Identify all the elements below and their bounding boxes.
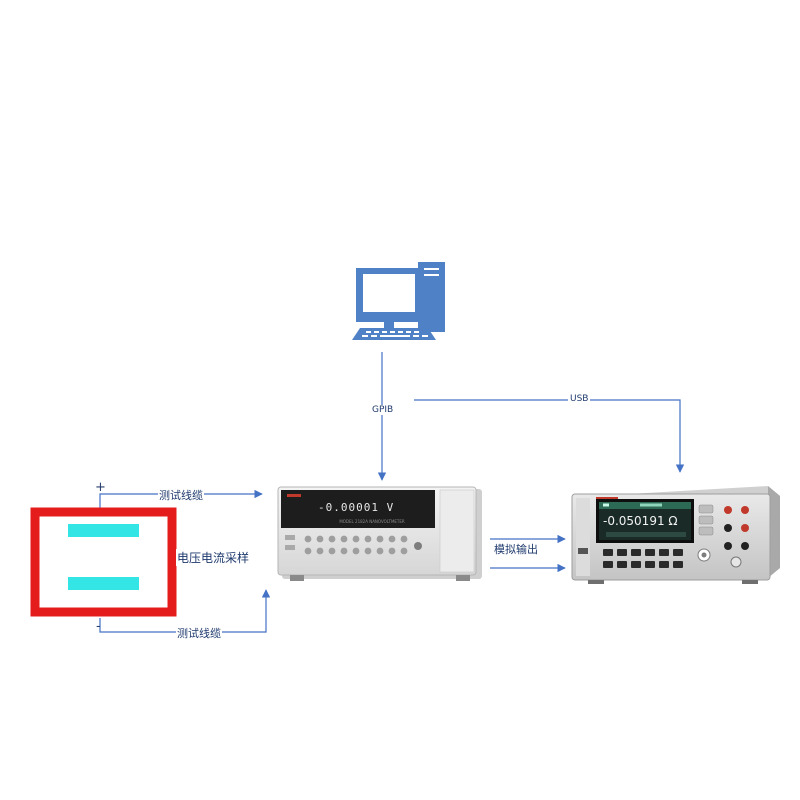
gpib-label: GPIB bbox=[370, 405, 396, 415]
minus-sign: - bbox=[96, 619, 101, 634]
usb-line bbox=[414, 399, 685, 473]
cable-top-label: 测试线缆 bbox=[158, 487, 204, 503]
plus-sign: + bbox=[95, 480, 106, 495]
nanovoltmeter-icon: MODEL 2182A NANOVOLTMETER bbox=[277, 486, 482, 581]
sample-label: 电压电流采样 bbox=[176, 549, 251, 566]
cable-top-line bbox=[99, 489, 263, 510]
cable-bottom-label: 测试线缆 bbox=[176, 625, 222, 641]
svg-text:MODEL 2182A NANOVOLTMETER: MODEL 2182A NANOVOLTMETER bbox=[339, 519, 405, 524]
nanovoltmeter-readout: -0.00001 V bbox=[318, 501, 395, 514]
analog-output-label: 模拟输出 bbox=[493, 541, 539, 557]
sample-icon bbox=[30, 507, 177, 617]
computer-icon bbox=[352, 262, 445, 340]
dmm-readout: -0.050191 Ω bbox=[603, 514, 678, 528]
usb-label: USB bbox=[568, 394, 591, 404]
connections bbox=[99, 352, 685, 633]
digital-multimeter-icon bbox=[571, 486, 780, 584]
